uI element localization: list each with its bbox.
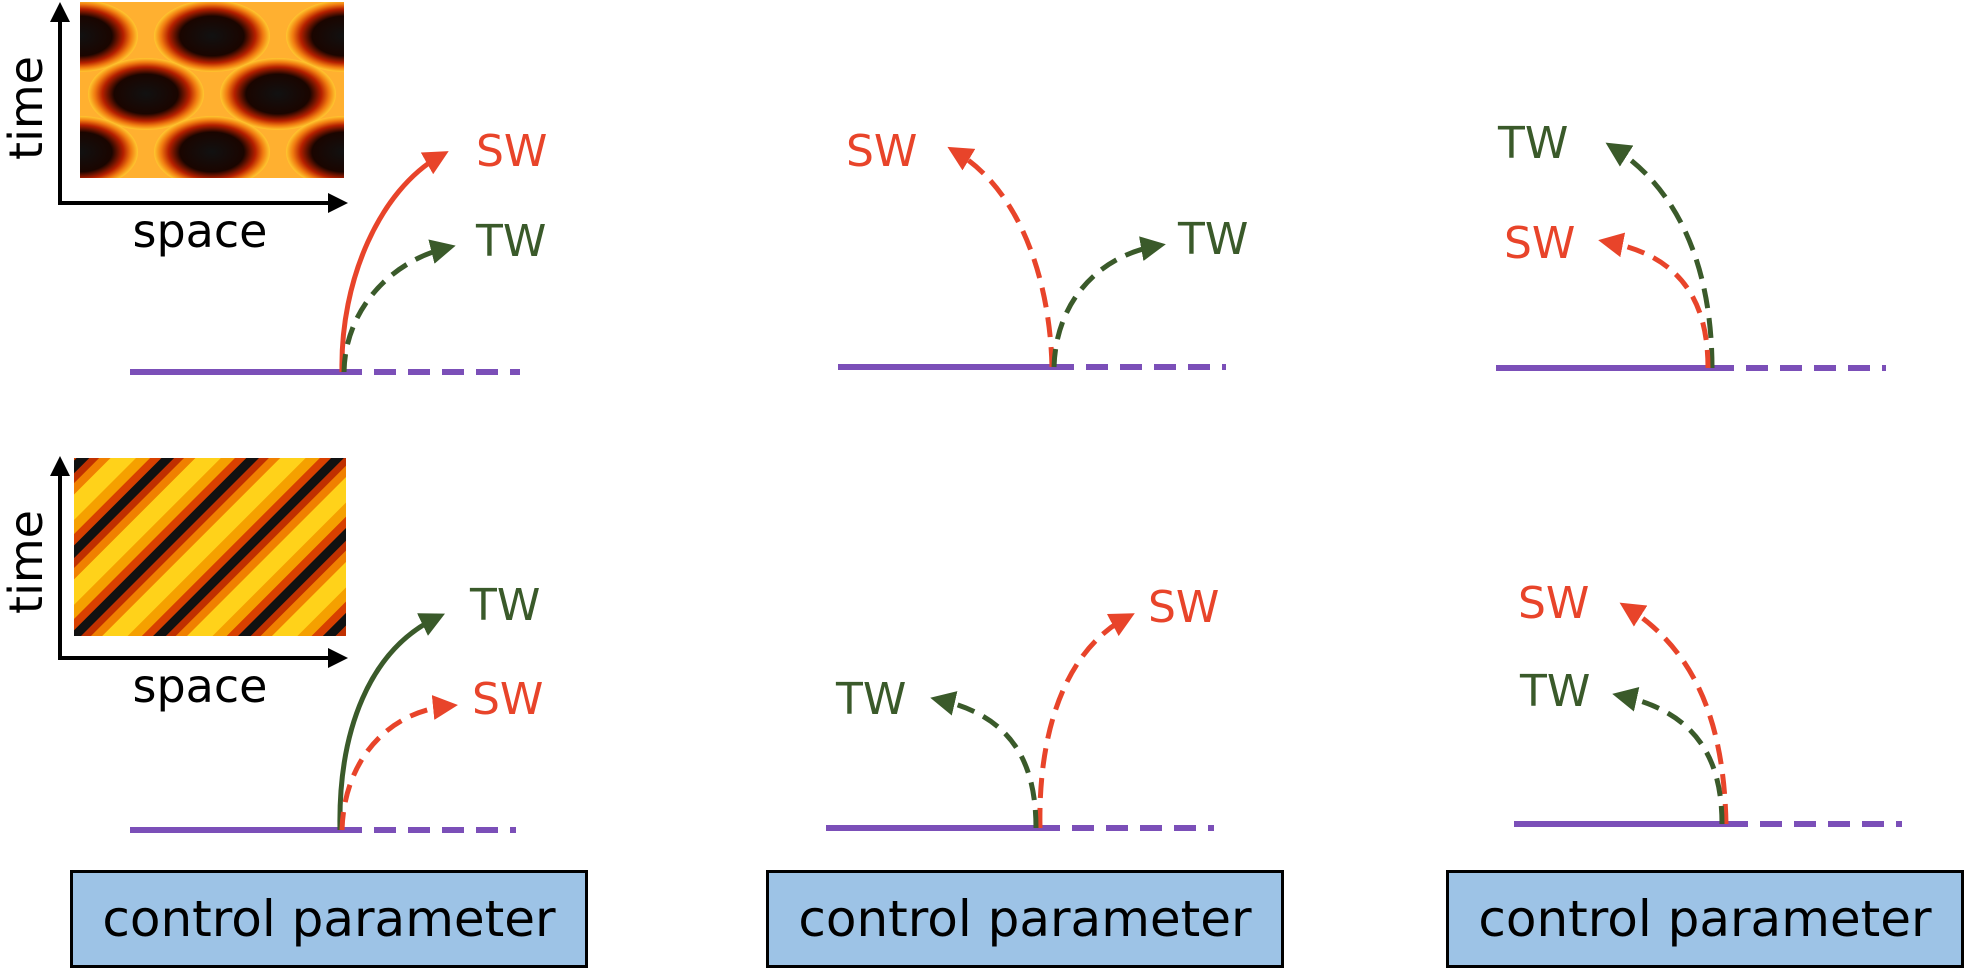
- inset1-time-label: time: [0, 56, 53, 160]
- control-parameter-box-2: control parameter: [766, 870, 1284, 968]
- panel-row2-col1: TW SW: [130, 580, 543, 833]
- tw-branch-dashed: [341, 239, 456, 373]
- branch-label-lower: SW: [1504, 218, 1575, 269]
- branch-label-right: SW: [1148, 582, 1219, 633]
- panel-row2-col3: SW TW: [1514, 578, 1902, 827]
- panel-row2-col2: TW SW: [826, 582, 1219, 831]
- tw-branch-dashed: [1051, 236, 1166, 368]
- branch-label-left: TW: [835, 674, 906, 725]
- tw-branch-solid: [337, 613, 445, 831]
- branch-label-lower: TW: [475, 216, 546, 267]
- inset2-space-label: space: [133, 659, 268, 713]
- inset2-time-label: time: [0, 510, 53, 614]
- branch-label-upper: SW: [1518, 578, 1589, 629]
- branch-label-upper: TW: [1497, 118, 1568, 169]
- tw-branch-dashed: [1605, 142, 1715, 369]
- branch-label-lower: TW: [1519, 666, 1590, 717]
- sw-branch-dashed: [947, 146, 1055, 368]
- inset-traveling-wave-spacetime: time space: [0, 456, 348, 713]
- sw-branch-dashed: [1598, 232, 1711, 369]
- sw-branch-dashed: [1619, 602, 1729, 825]
- branch-label-left: SW: [846, 126, 917, 177]
- control-parameter-box-1: control parameter: [70, 870, 588, 968]
- panel-row1-col3: TW SW: [1496, 118, 1886, 371]
- control-parameter-label: control parameter: [1478, 890, 1932, 948]
- tw-branch-dashed: [930, 691, 1039, 829]
- sw-branch-dashed: [339, 695, 458, 831]
- branch-label-upper: TW: [469, 580, 540, 631]
- control-parameter-label: control parameter: [102, 890, 556, 948]
- branch-label-right: TW: [1177, 214, 1248, 265]
- sw-branch-dashed: [1037, 613, 1135, 829]
- branch-label-upper: SW: [476, 126, 547, 177]
- tw-branch-dashed: [1612, 687, 1725, 825]
- control-parameter-label: control parameter: [798, 890, 1252, 948]
- panel-row1-col1: SW TW: [130, 126, 547, 375]
- sw-branch-solid: [339, 151, 449, 373]
- control-parameter-box-3: control parameter: [1446, 870, 1964, 968]
- inset-standing-wave-spacetime: time space: [0, 2, 348, 258]
- inset1-space-label: space: [133, 204, 268, 258]
- branch-label-lower: SW: [472, 674, 543, 725]
- panel-row1-col2: SW TW: [838, 126, 1248, 370]
